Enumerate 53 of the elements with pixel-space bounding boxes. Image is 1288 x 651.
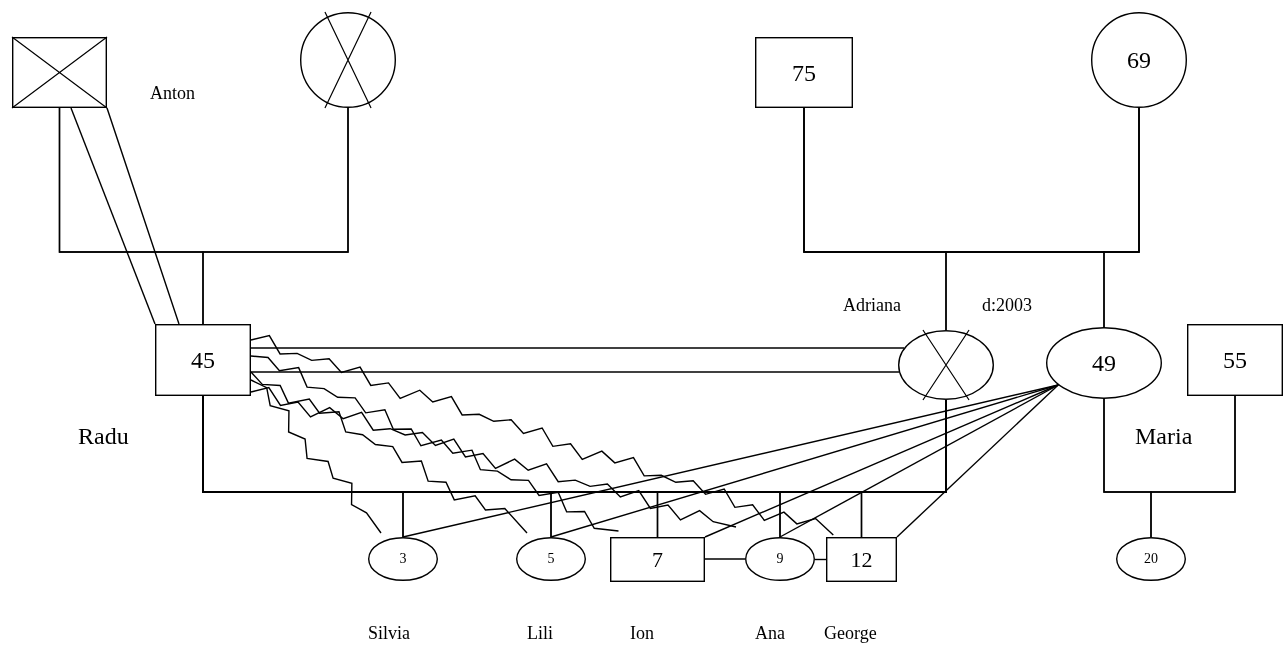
name-label: Silvia xyxy=(368,624,410,642)
age-label: 75 xyxy=(792,60,816,85)
person-square xyxy=(1187,324,1283,396)
relationship-line xyxy=(106,107,180,325)
deceased-square xyxy=(12,37,107,108)
person-square xyxy=(826,537,897,582)
age-label: 3 xyxy=(399,552,407,566)
relationship-line xyxy=(70,107,156,325)
conflict-line xyxy=(250,355,620,532)
age-label: 12 xyxy=(850,548,873,571)
relationship-line xyxy=(779,384,1059,538)
child-line xyxy=(860,399,947,538)
person-circle xyxy=(1116,537,1186,581)
person-square xyxy=(610,537,705,582)
relationship-line xyxy=(250,347,905,349)
sibling-line xyxy=(704,558,746,560)
name-label: Adriana xyxy=(843,296,901,314)
deceased-circle xyxy=(300,12,396,108)
relationship-line xyxy=(250,371,900,373)
date-label: d:2003 xyxy=(982,296,1032,314)
person-square xyxy=(155,324,251,396)
name-label: Radu xyxy=(78,424,129,448)
name-label: Ana xyxy=(755,624,785,642)
child-line xyxy=(1150,395,1236,538)
sibling-line xyxy=(814,558,827,561)
age-label: 20 xyxy=(1144,552,1158,566)
name-label: Anton xyxy=(150,84,195,102)
person-square xyxy=(755,37,853,108)
conflict-line xyxy=(250,386,737,528)
conflict-line xyxy=(250,379,382,534)
child-line xyxy=(202,107,349,325)
age-label: 49 xyxy=(1092,351,1116,375)
person-circle xyxy=(1046,327,1162,399)
person-circle xyxy=(368,537,438,581)
relationship-line xyxy=(704,384,1059,538)
person-circle xyxy=(745,537,815,581)
person-circle xyxy=(1091,12,1187,108)
name-label: Lili xyxy=(527,624,553,642)
age-label: 45 xyxy=(191,348,215,372)
name-label: Maria xyxy=(1135,424,1193,448)
age-label: 69 xyxy=(1127,48,1151,72)
name-label: Ion xyxy=(630,624,654,642)
conflict-line xyxy=(250,334,834,536)
child-line xyxy=(1103,107,1140,328)
conflict-line xyxy=(250,371,528,534)
person-circle xyxy=(516,537,586,581)
age-label: 9 xyxy=(776,552,784,566)
name-label: George xyxy=(824,624,877,642)
relationship-line xyxy=(896,384,1059,538)
age-label: 55 xyxy=(1223,348,1247,372)
deceased-circle xyxy=(898,330,994,400)
age-label: 7 xyxy=(652,548,663,571)
age-label: 5 xyxy=(547,552,555,566)
